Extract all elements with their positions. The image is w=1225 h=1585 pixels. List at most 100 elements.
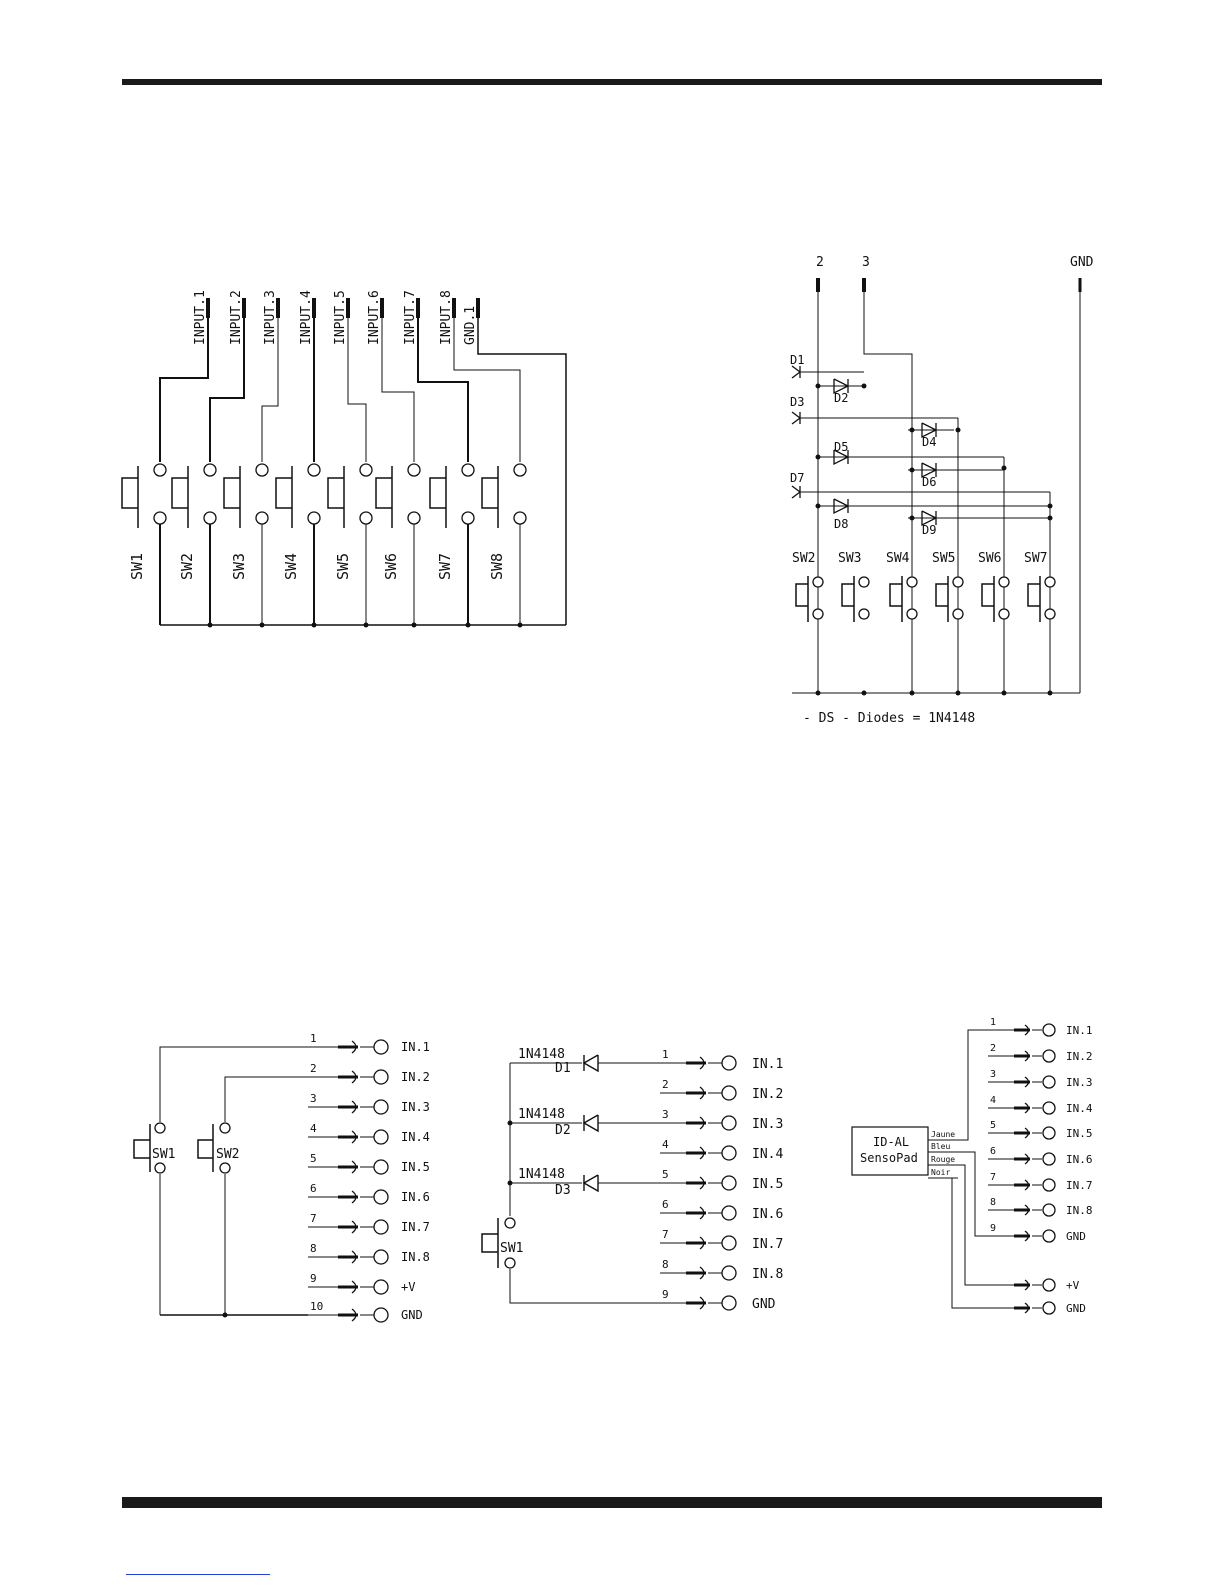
diode-label: D1: [555, 1061, 571, 1076]
connector-socket: [351, 1250, 357, 1264]
connector-terminal: [721, 1145, 737, 1161]
pin-number: 1: [990, 1017, 996, 1028]
pin-number: 4: [310, 1122, 317, 1135]
diode-left-label: D7: [790, 471, 804, 485]
diode-note: - DS - Diodes = 1N4148: [803, 711, 975, 726]
connector-label: GND: [1066, 1302, 1086, 1315]
connector-label: IN.1: [1066, 1024, 1093, 1037]
input-label-6: INPUT.6: [367, 290, 382, 345]
connector-label: IN.6: [1066, 1153, 1093, 1166]
switch-label: SW2: [792, 551, 815, 566]
pin-number: 3: [662, 1108, 669, 1121]
diode-part-label: 1N4148: [518, 1107, 565, 1122]
connector-terminal: [1042, 1278, 1056, 1292]
connector-socket: [351, 1130, 357, 1144]
pin-number: 6: [990, 1146, 996, 1157]
switch-top-contact: [407, 463, 421, 477]
connector-label: IN.2: [1066, 1050, 1093, 1063]
switch-bottom-contact: [812, 608, 824, 620]
switch-top-contact: [307, 463, 321, 477]
diode-label: D2: [555, 1123, 571, 1138]
switch-top-contact: [858, 576, 870, 588]
connector-label: +V: [1066, 1279, 1080, 1292]
switch-bottom-contact: [407, 511, 421, 525]
wire-color-label: Bleu: [931, 1142, 950, 1151]
switch-actuator: [935, 583, 948, 607]
switch-label: SW6: [978, 551, 1001, 566]
junction-dot: [815, 383, 821, 389]
switch-bottom-contact: [513, 511, 527, 525]
switch-actuator: [981, 583, 994, 607]
footer-link-underline[interactable]: [126, 1574, 270, 1575]
connector-label: +V: [401, 1280, 415, 1294]
input-label-1: INPUT.1: [193, 290, 208, 345]
switch-label-sw2: SW2: [216, 1147, 239, 1162]
switch-actuator: [429, 477, 446, 509]
switch-label: SW7: [1024, 551, 1047, 566]
switch-actuator: [327, 477, 344, 509]
wire-color-label: Noir: [931, 1168, 950, 1177]
pin-number: 6: [310, 1182, 317, 1195]
connector-label: IN.8: [752, 1267, 783, 1282]
diode-symbol: [582, 1114, 599, 1133]
connector-terminal: [721, 1205, 737, 1221]
diode-label: D5: [834, 440, 848, 454]
connector-terminal: [1042, 1075, 1056, 1089]
pin-number: 3: [990, 1069, 996, 1080]
input-label-8: INPUT.8: [439, 290, 454, 345]
pin-number: 8: [310, 1242, 317, 1255]
switch-label-sw3: SW3: [230, 553, 248, 580]
wire: [159, 1046, 308, 1122]
pin-number: 9: [990, 1223, 996, 1234]
pin-number: 5: [310, 1152, 317, 1165]
switch-top-contact: [203, 463, 217, 477]
switch-actuator: [223, 477, 240, 509]
pin-number: 7: [310, 1212, 317, 1225]
connector-label: GND: [401, 1308, 423, 1322]
wire-color-label: Rouge: [931, 1155, 955, 1164]
diode-label: D9: [922, 523, 936, 537]
input-wire-1: [159, 318, 209, 462]
gnd-label: GND.1: [463, 306, 478, 345]
connector-label: IN.5: [752, 1177, 783, 1192]
wire: [951, 1177, 988, 1309]
pin-label-gnd: GND: [1070, 255, 1094, 270]
connector-terminal: [1042, 1301, 1056, 1315]
connector-socket: [1024, 1153, 1030, 1165]
connector-label: IN.1: [752, 1057, 783, 1072]
wire: [962, 1151, 988, 1237]
junction-dot: [955, 690, 961, 696]
diode-label: D2: [834, 391, 848, 405]
switch-label-sw4: SW4: [282, 553, 300, 580]
connector-terminal: [1042, 1178, 1056, 1192]
connector-terminal: [1042, 1049, 1056, 1063]
connector-socket: [699, 1176, 705, 1190]
diode-label: D8: [834, 517, 848, 531]
connector-terminal: [1042, 1023, 1056, 1037]
junction-dot: [861, 690, 867, 696]
switch-top-contact: [461, 463, 475, 477]
pin-number: 6: [662, 1198, 669, 1211]
switch-actuator: [481, 1233, 498, 1253]
switch-label-sw6: SW6: [382, 553, 400, 580]
switch-actuator: [1027, 583, 1040, 607]
junction-dot: [507, 1120, 513, 1126]
pin-number: 1: [310, 1032, 317, 1045]
connector-terminal: [721, 1115, 737, 1131]
diode-label: D4: [922, 435, 936, 449]
pin-number: 9: [310, 1272, 317, 1285]
connector-socket: [1024, 1230, 1030, 1242]
diode-part-label: 1N4148: [518, 1047, 565, 1062]
wire-color-label: Jaune: [931, 1130, 955, 1139]
diode-part-label: 1N4148: [518, 1167, 565, 1182]
diagram-sensopad-connector: ID-ALSensoPadJauneBleuRougeNoir1IN.12IN.…: [851, 1017, 1093, 1315]
switch-label-sw2: SW2: [178, 553, 196, 580]
diode-symbol: [791, 365, 802, 379]
connector-label: IN.8: [401, 1250, 430, 1264]
switch-bottom-contact: [952, 608, 964, 620]
connector-label: IN.7: [1066, 1179, 1093, 1192]
switch-bottom-contact: [203, 511, 217, 525]
switch-bottom-contact: [461, 511, 475, 525]
